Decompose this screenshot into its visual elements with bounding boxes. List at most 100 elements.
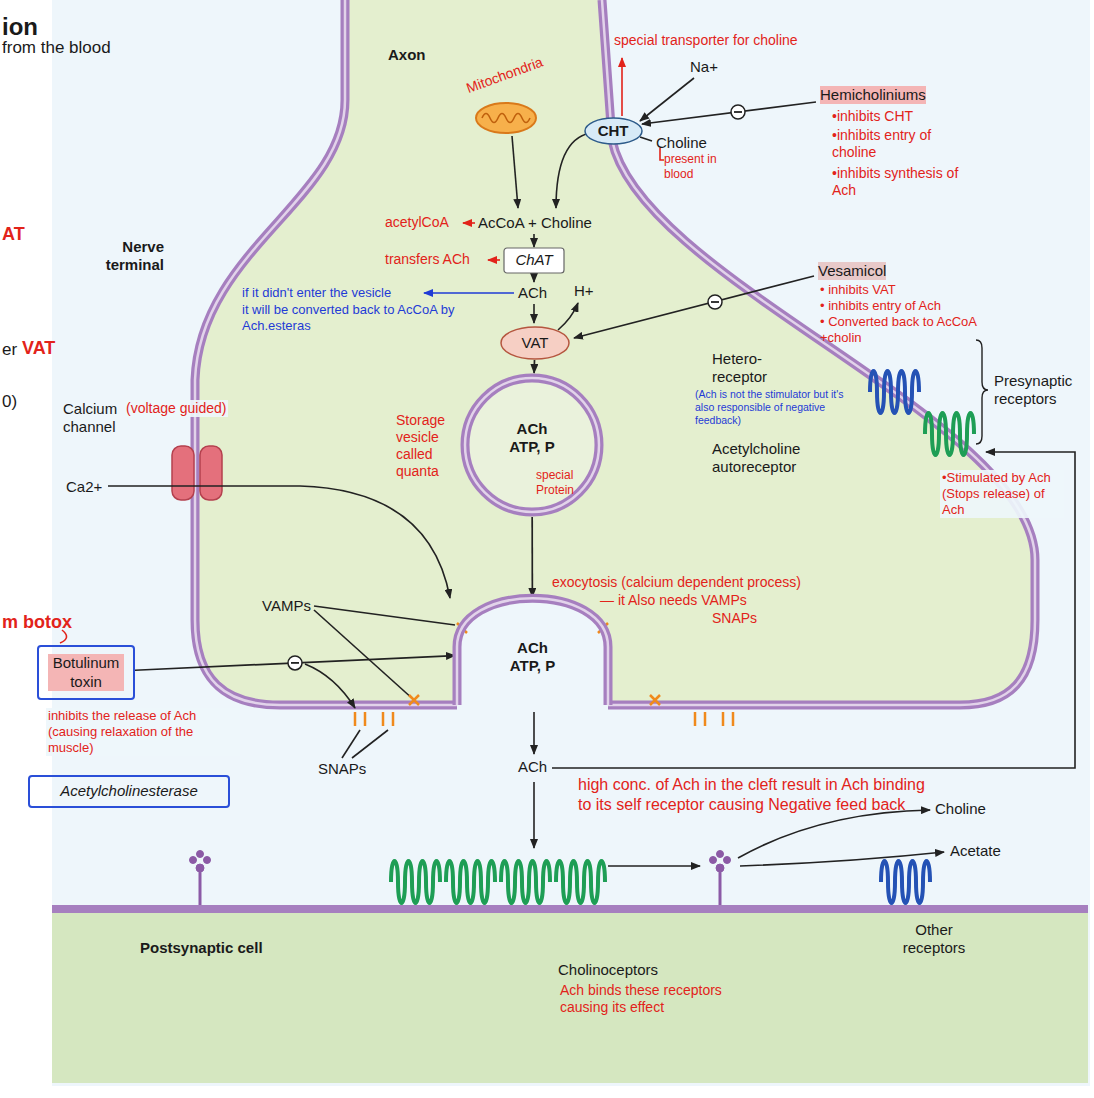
node-text: ChAT [515, 251, 552, 269]
cholinoceptor-symbol [501, 861, 550, 903]
inhibition-symbol [708, 295, 722, 309]
handwritten-note: • inhibits VAT [820, 282, 896, 298]
calcium-channel-icon [172, 446, 222, 500]
node-text: Acetylcholinesterase [60, 782, 198, 800]
storage-vesicle: ACh ATP, P [460, 373, 604, 517]
cell-label: Other receptors [898, 921, 970, 958]
snap-symbols [355, 712, 733, 726]
connector-arrow [135, 656, 455, 671]
printed-label: Choline [935, 800, 986, 818]
inhibition-symbol [731, 105, 745, 119]
handwritten-note: (voltage guided) [124, 400, 228, 417]
box-outline [38, 646, 134, 699]
node-text: CHT [598, 122, 629, 140]
handwritten-note: — it Also needs VAMPs [600, 592, 747, 609]
handwritten-note: •inhibits CHT [832, 108, 913, 125]
printed-label: ACh [518, 284, 547, 302]
handwritten-note: high conc. of Ach in the cleft result in… [578, 775, 928, 814]
figure-background [52, 0, 1090, 1086]
autoreceptor-symbol [925, 413, 974, 455]
printed-label: 0) [2, 392, 17, 413]
inhibition-symbol [288, 656, 302, 670]
printed-label: er [2, 340, 17, 361]
handwritten-note: Ach binds these receptors causing its ef… [560, 982, 740, 1016]
printed-label: AcCoA + Choline [478, 214, 592, 232]
cholinoceptor-symbol [446, 861, 495, 903]
box-outline [504, 248, 564, 273]
handwritten-note: special Protein [536, 468, 596, 497]
handwritten-note: AT [2, 224, 25, 246]
acetylcholinesterase-symbol [190, 851, 211, 906]
handwritten-note: transfers ACh [385, 251, 470, 268]
handwritten-note: • Converted back to AcCoA +cholin [820, 314, 1010, 346]
vesicle-membrane-inner [465, 378, 599, 512]
ellipse-outline [501, 327, 569, 359]
printed-label: Nerve terminal [94, 238, 164, 275]
printed-label: Presynaptic receptors [994, 372, 1086, 409]
node-text: ACh ATP, P [505, 639, 561, 676]
printed-label: Hetero- receptor [712, 350, 792, 387]
printed-label: ACh [518, 758, 547, 776]
mitochondrion-icon [476, 103, 536, 133]
fusing-vesicle: ACh ATP, P [455, 597, 610, 707]
handwritten-note: if it didn't enter the vesicle [242, 285, 391, 301]
printed-label: VAMPs [262, 597, 311, 615]
box-outline [29, 776, 229, 807]
handwritten-note: it will be converted back to AcCoA by Ac… [242, 302, 472, 334]
handwritten-note: m botox [2, 612, 72, 634]
heteroreceptor-symbol [870, 371, 919, 413]
printed-label: ion [2, 12, 38, 41]
printed-label: Acetylcholine autoreceptor [712, 440, 822, 477]
vamp-symbols [409, 623, 660, 705]
cell-membrane-inner [195, 0, 1035, 705]
printed-label: Acetate [950, 842, 1001, 860]
printed-label: Ca2+ [66, 478, 102, 496]
cell-membrane [195, 0, 1035, 705]
handwritten-note: present in blood [664, 152, 726, 181]
printed-label: Hemicholiniums [820, 86, 926, 104]
connector-arrow [533, 360, 535, 373]
enzyme-box: ChAT [503, 247, 565, 274]
enzyme-box: Acetylcholinesterase [28, 775, 230, 808]
vesicle-membrane [457, 598, 608, 705]
node-text: VAT [522, 334, 549, 352]
transporter-ellipse: CHT [584, 117, 643, 145]
nerve-terminal-fill [195, 0, 1035, 705]
cell-label: Postsynaptic cell [140, 939, 263, 957]
node-text: ACh ATP, P [504, 420, 560, 457]
handwritten-note: exocytosis (calcium dependent process) [552, 574, 801, 591]
handwritten-note: SNAPs [712, 610, 757, 627]
printed-label: Axon [388, 46, 426, 64]
vesicle-membrane-inner [457, 598, 608, 705]
printed-label: Vesamicol [818, 262, 886, 280]
handwritten-note: acetylCoA [385, 214, 449, 231]
handwritten-note: •inhibits entry of choline [832, 127, 962, 161]
arrows [60, 58, 1075, 990]
acetylcholinesterase-symbol [710, 851, 731, 906]
handwritten-note: inhibits the release of Ach (causing rel… [46, 708, 240, 756]
printed-label: Na+ [690, 58, 718, 76]
printed-label: Calcium channel [63, 400, 123, 437]
ellipse-outline [585, 118, 642, 144]
inhibition-minus [291, 662, 299, 664]
handwritten-note: Storage vesicle called quanta [396, 412, 458, 480]
receptor-symbol [881, 861, 930, 903]
transporter-ellipse: VAT [500, 326, 570, 360]
cholinoceptor-symbol [556, 861, 605, 903]
inhibition-circle [288, 656, 302, 670]
bracket [976, 340, 988, 444]
handwritten-note: •Stimulated by Ach (Stops release) of Ac… [940, 470, 1064, 518]
handwritten-note: (Ach is not the stimulator but it's also… [695, 388, 855, 426]
handwritten-note: • inhibits entry of Ach [820, 298, 941, 314]
handwritten-note: VAT [22, 338, 55, 360]
handwritten-note: •inhibits synthesis of Ach [832, 165, 972, 199]
printed-label: from the blood [2, 38, 111, 59]
printed-label: Choline [656, 134, 707, 152]
printed-label: H+ [574, 282, 594, 300]
node-text: Botulinum toxin [48, 654, 124, 691]
cell-label: Cholinoceptors [558, 961, 658, 979]
connector-arrow [531, 517, 533, 597]
printed-label: SNAPs [318, 760, 366, 778]
cholinoceptor-symbol [391, 861, 440, 903]
